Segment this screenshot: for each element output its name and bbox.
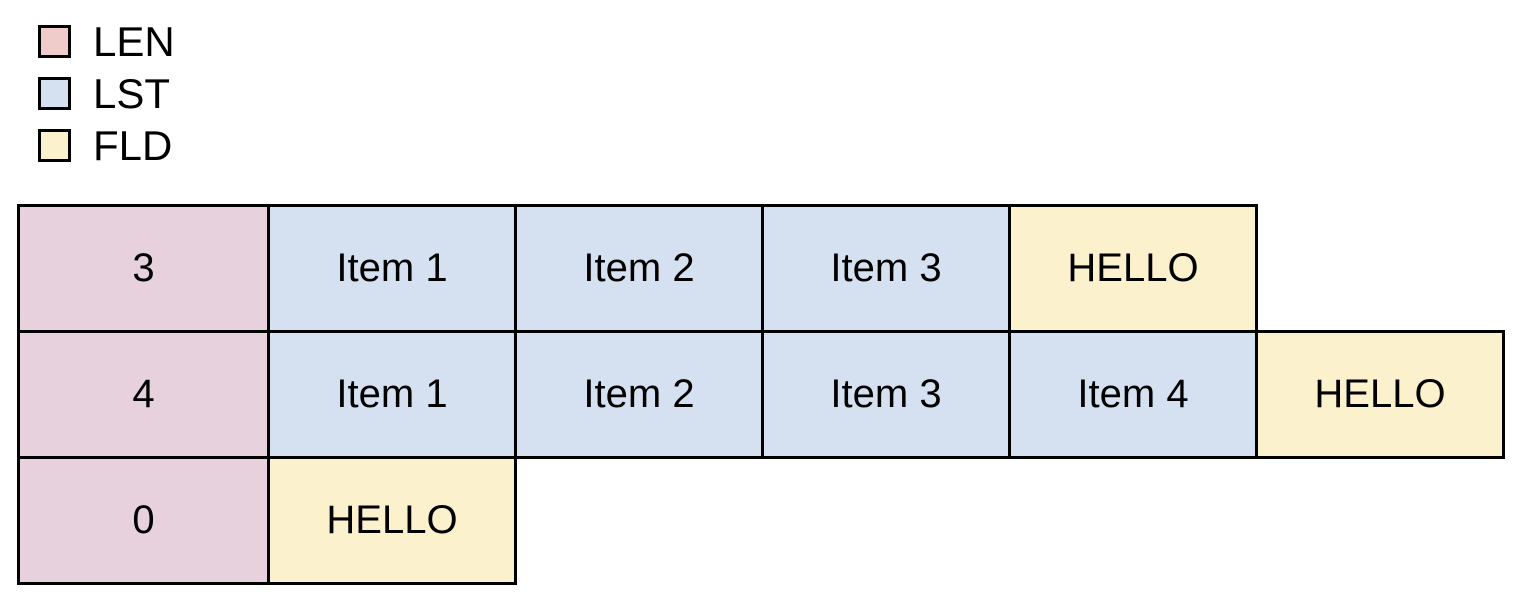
- legend-item-fld: FLD: [38, 122, 175, 169]
- cell-text: Item 1: [336, 246, 448, 290]
- cell-text: Item 2: [583, 372, 695, 416]
- legend-swatch-lst-icon: [38, 77, 71, 110]
- legend-item-len: LEN: [38, 18, 175, 65]
- record-row-1: 4 Item 1 Item 2 Item 3 Item 4 HELLO: [17, 330, 1505, 459]
- grid-cell-len-r2c0: 0: [17, 456, 270, 585]
- grid-cell-lst-r1c4: Item 4: [1008, 330, 1258, 459]
- legend-label: FLD: [93, 122, 173, 169]
- grid-cell-len-r0c0: 3: [17, 204, 270, 333]
- grid-cell-len-r1c0: 4: [17, 330, 270, 459]
- legend-label: LST: [93, 70, 171, 117]
- grid-cell-lst-r0c3: Item 3: [761, 204, 1011, 333]
- legend-swatch-fld-icon: [38, 129, 71, 162]
- cell-text: 3: [132, 246, 155, 290]
- cell-text: Item 4: [1077, 372, 1189, 416]
- legend-label: LEN: [93, 18, 175, 65]
- grid-cell-fld-r0c4: HELLO: [1008, 204, 1258, 333]
- record-row-0: 3 Item 1 Item 2 Item 3 HELLO: [17, 204, 1505, 333]
- grid-cell-lst-r1c3: Item 3: [761, 330, 1011, 459]
- cell-text: Item 1: [336, 372, 448, 416]
- cell-text: HELLO: [326, 498, 458, 542]
- legend-swatch-len-icon: [38, 25, 71, 58]
- grid-cell-lst-r0c1: Item 1: [267, 204, 517, 333]
- grid-cell-fld-r1c5: HELLO: [1255, 330, 1505, 459]
- cell-text: HELLO: [1067, 246, 1199, 290]
- grid-cell-lst-r1c1: Item 1: [267, 330, 517, 459]
- grid-cell-lst-r0c2: Item 2: [514, 204, 764, 333]
- cell-text: Item 3: [830, 372, 942, 416]
- cell-text: 0: [132, 498, 155, 542]
- cell-text: Item 3: [830, 246, 942, 290]
- grid-cell-lst-r1c2: Item 2: [514, 330, 764, 459]
- legend-item-lst: LST: [38, 70, 175, 117]
- cell-text: Item 2: [583, 246, 695, 290]
- cell-text: 4: [132, 372, 155, 416]
- legend: LEN LST FLD: [38, 18, 175, 181]
- cell-text: HELLO: [1314, 372, 1446, 416]
- record-row-2: 0 HELLO: [17, 456, 1505, 585]
- grid-cell-fld-r2c1: HELLO: [267, 456, 517, 585]
